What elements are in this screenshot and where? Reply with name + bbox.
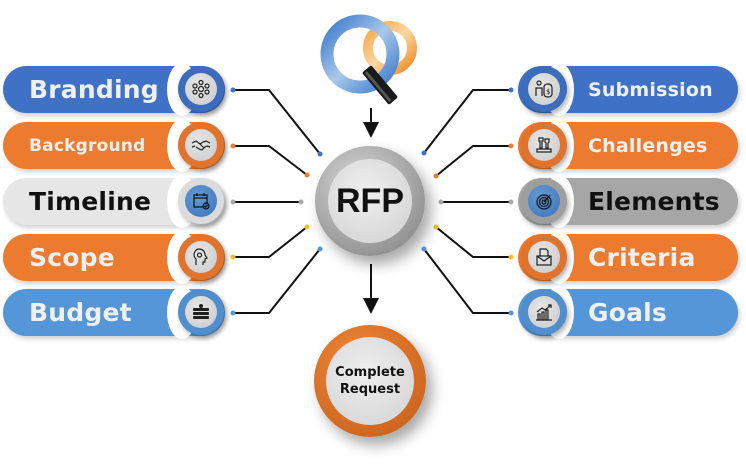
connector-dot: [304, 172, 310, 178]
connector-dot: [508, 254, 514, 260]
connector-goals: [423, 248, 511, 314]
item-goals[interactable]: Goals: [518, 286, 738, 339]
item-timeline[interactable]: Timeline: [3, 175, 225, 228]
calendar-check-icon: [178, 178, 224, 224]
connector-dot: [421, 150, 427, 156]
money-stack-icon: [178, 289, 224, 335]
connector-dot: [438, 199, 444, 205]
item-branding[interactable]: Branding: [3, 63, 225, 116]
chess-icon: [521, 122, 567, 168]
item-budget[interactable]: Budget: [3, 286, 225, 339]
item-label: Challenges: [588, 134, 708, 157]
item-criteria[interactable]: Criteria: [518, 231, 738, 284]
money-bag-person-icon: $: [521, 66, 567, 112]
item-label: Goals: [588, 298, 668, 327]
connector-background: [233, 145, 308, 176]
connector-dot: [508, 143, 514, 149]
connector-criteria: [435, 226, 511, 258]
target-icon: [521, 178, 567, 224]
item-label: Background: [29, 135, 146, 156]
item-submission[interactable]: $ Submission: [518, 63, 738, 116]
svg-text:$: $: [546, 88, 550, 96]
connector-dot: [230, 199, 236, 205]
connector-challenges: [435, 145, 511, 177]
connector-dot: [298, 199, 304, 205]
connector-dot: [508, 310, 514, 316]
item-background[interactable]: Background: [3, 119, 225, 172]
item-challenges[interactable]: Challenges: [518, 119, 738, 172]
connector-dot: [230, 143, 236, 149]
complete-request-node[interactable]: Complete Request: [314, 325, 426, 437]
item-label: Timeline: [29, 187, 152, 216]
connector-dot: [508, 87, 514, 93]
handshake-icon: [178, 122, 224, 168]
item-elements[interactable]: Elements: [518, 175, 738, 228]
envelope-document-icon: [521, 234, 567, 280]
item-label: Elements: [588, 187, 720, 216]
connector-submission: [423, 89, 511, 154]
connector-dot: [317, 246, 323, 252]
connector-dot: [304, 224, 310, 230]
complete-label-line2: Request: [339, 382, 401, 397]
connector-dot: [230, 254, 236, 260]
connector-dot: [433, 173, 439, 179]
network-icon: [178, 66, 224, 112]
rfp-hub[interactable]: RFP: [315, 146, 425, 256]
connector-dot: [317, 151, 323, 157]
connector-dot: [421, 246, 427, 252]
complete-label-line1: Complete: [335, 365, 405, 380]
connector-dot: [508, 199, 514, 205]
head-gear-icon: [178, 234, 224, 280]
rfp-label: RFP: [336, 181, 404, 220]
item-scope[interactable]: Scope: [3, 231, 225, 284]
connector-branding: [233, 89, 321, 155]
connector-dot: [230, 310, 236, 316]
connector-dot: [433, 224, 439, 230]
item-label: Criteria: [588, 243, 696, 272]
magnifier-q-logo-icon: [320, 14, 417, 105]
connector-dot: [230, 87, 236, 93]
item-label: Branding: [29, 75, 159, 104]
item-label: Budget: [29, 298, 132, 327]
connector-budget: [233, 248, 321, 314]
growth-chart-icon: [521, 289, 567, 335]
connector-scope: [233, 226, 308, 258]
item-label: Scope: [29, 243, 115, 272]
item-label: Submission: [588, 78, 713, 101]
